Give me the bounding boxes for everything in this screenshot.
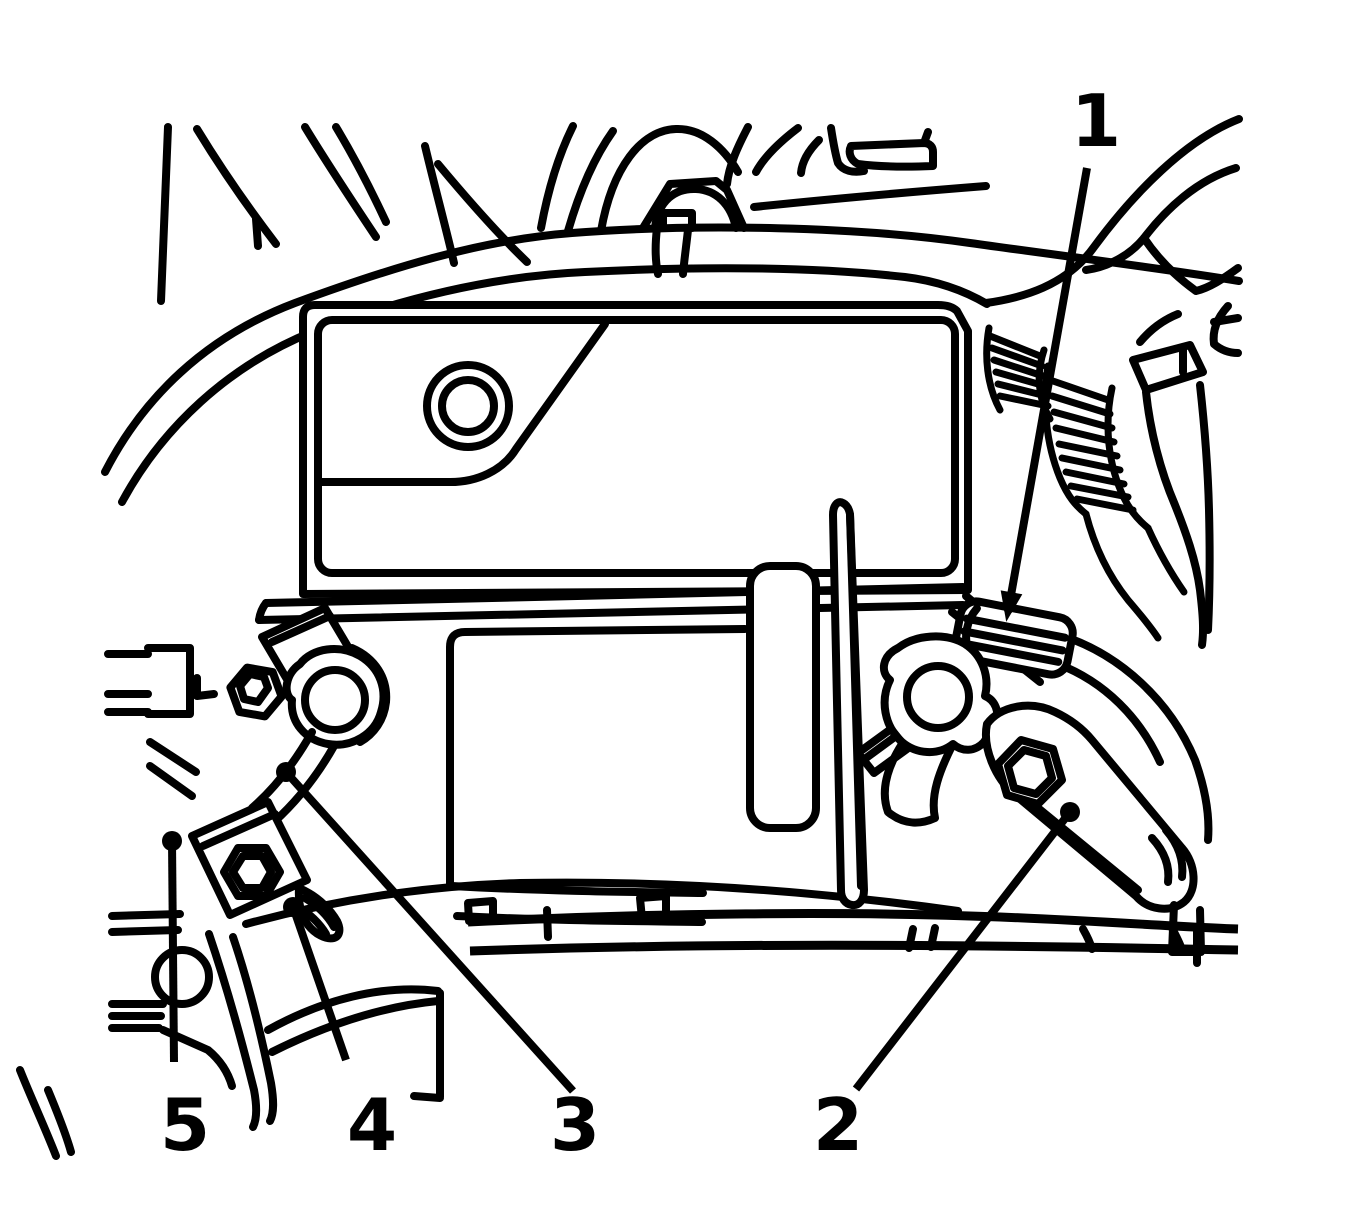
positive-cable-edge-1 [1059,632,1213,844]
positive-cable-edge-2 [1054,660,1164,766]
negative-post-hole [301,666,369,734]
vent-plug-outer-circle [423,361,513,451]
battery-lower-body [446,625,749,926]
vent-plug-inner-circle [438,376,498,436]
battery-cover [255,301,972,624]
callout-dot-4 [283,897,303,917]
pulley-dome-arc [597,124,742,235]
tray-lower-arcs [264,985,442,1056]
wiring-harness-band [101,215,1243,506]
hose-bracket [639,177,748,232]
fender-curve [982,115,1243,307]
boot-end-ridges [1148,826,1187,886]
lower-hose-edge-1 [205,930,261,1131]
ground-bolt-shaft [294,884,344,943]
callout-label-4: 4 [347,1083,397,1167]
callout-leader-4 [289,905,350,1062]
terminal-cap [951,597,1077,679]
tray-clip-2 [636,892,670,923]
callout-label-3: 3 [550,1083,600,1167]
lower-hose-edge-2 [229,933,278,1125]
cover-lip-line-2 [255,601,967,624]
tray-clip-1 [464,897,497,925]
battery-cover-panel [314,316,959,577]
callout-leader-5 [168,840,178,1063]
pull-tab [746,562,820,832]
tray-rail-bottom [469,940,1239,956]
engine-background-lines [157,115,1243,357]
battery-cover-step [314,320,609,487]
callout-dot-3 [276,762,296,782]
callout-label-2: 2 [813,1083,863,1167]
ring-double-contour [348,644,391,746]
tray-rail-top [467,909,1239,934]
relay-bracket [845,128,937,171]
hold-down-parts [746,498,868,910]
corrugated-duct-large [1041,362,1188,642]
negative-terminal-assembly [16,604,444,1160]
callout-dot-5 [162,831,182,851]
clamp-pinch-bolt [854,725,911,777]
bracket-hole [151,946,213,1008]
battery-recess [446,625,749,888]
callout-leader-2 [852,809,1074,1092]
cover-lip-line-1 [262,583,967,607]
positive-clamp-arm [880,740,956,827]
callouts: 1 2 3 4 5 [160,79,1121,1167]
callout-leader-3 [283,769,576,1094]
callout-label-5: 5 [160,1083,210,1167]
positive-post-hole [903,662,973,732]
callout-dot-2 [1060,802,1080,822]
callout-label-1: 1 [1071,79,1121,163]
callout-leader-1 [1004,167,1091,613]
corrugated-duct-small [983,324,1054,423]
battery-cover-outline [299,301,972,598]
positive-terminal-assembly [854,592,1213,956]
boot-end-clip [1168,901,1205,956]
side-bracket [144,644,194,718]
smooth-duct-with-clamp [1129,310,1242,649]
callout-arrow-1 [1000,590,1023,622]
positive-clamp-ring [879,632,1002,756]
duct-clamp [1129,341,1207,394]
bracket-bars-lower [108,1000,167,1032]
